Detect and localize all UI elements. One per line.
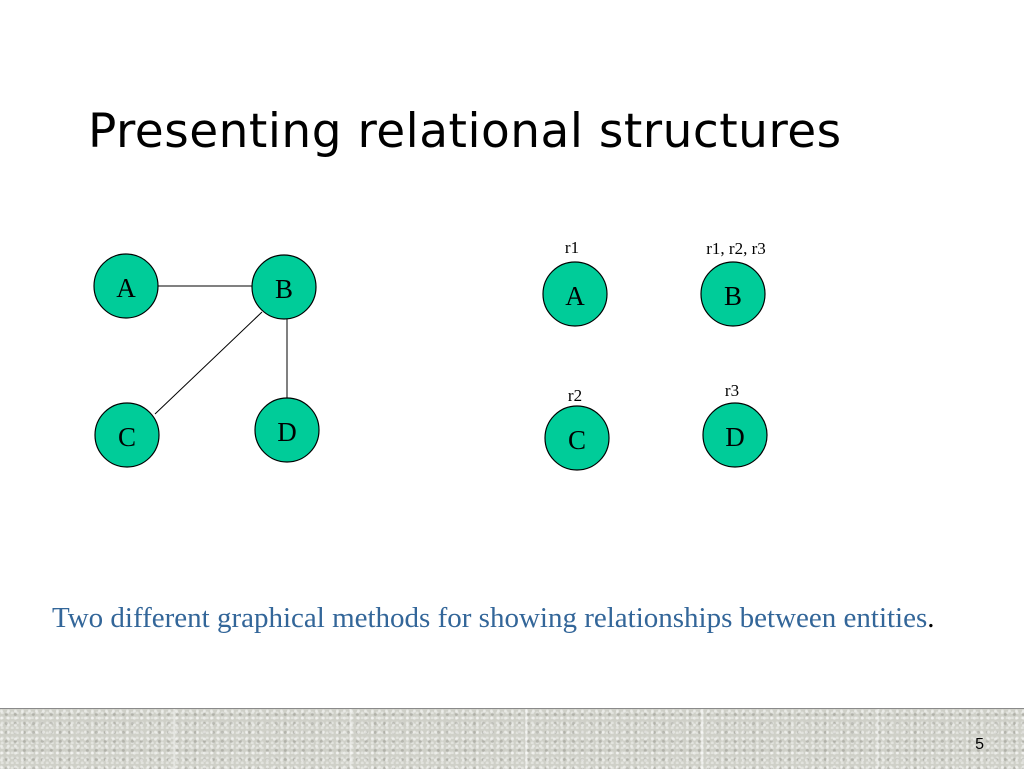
caption-period: .	[927, 602, 935, 634]
tag-node-b	[700, 261, 766, 327]
graph-node-c	[94, 402, 160, 468]
graph-node-a	[93, 253, 159, 319]
graph-node-b-label: B	[275, 274, 293, 304]
tag-node-c-label: C	[568, 425, 586, 455]
slide-caption: Two different graphical methods for show…	[52, 598, 992, 638]
graph-node-b	[251, 254, 317, 320]
tag-view: r1 A r1, r2, r3 B r2 C r3 D	[542, 238, 768, 471]
tag-node-c	[544, 405, 610, 471]
graph-node-d	[254, 397, 320, 463]
graph-node-a-label: A	[116, 273, 136, 303]
edge-b-c	[154, 311, 263, 415]
slide-footer-bar: 5	[0, 708, 1024, 769]
tag-node-d-label: D	[725, 422, 745, 452]
tag-node-d-tags: r3	[725, 381, 739, 400]
tag-node-b-tags: r1, r2, r3	[706, 239, 765, 258]
tag-node-a-label: A	[565, 281, 585, 311]
caption-text: Two different graphical methods for show…	[52, 602, 928, 634]
tag-node-c-tags: r2	[568, 386, 582, 405]
tag-node-b-label: B	[724, 281, 742, 311]
page-number: 5	[975, 736, 984, 753]
tag-node-d	[702, 402, 768, 468]
graph-view: A B C D	[93, 253, 320, 468]
graph-node-d-label: D	[277, 417, 297, 447]
slide-title: Presenting relational structures	[88, 104, 842, 159]
graph-node-c-label: C	[118, 422, 136, 452]
tag-node-a	[542, 261, 608, 327]
tag-node-a-tags: r1	[565, 238, 579, 257]
